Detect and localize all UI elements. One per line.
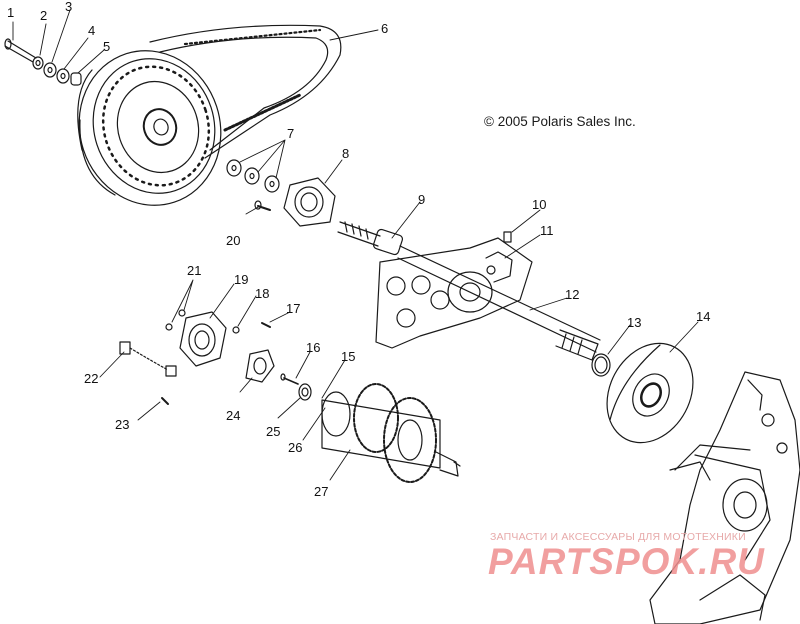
gear-assembly-27 [321,383,461,483]
callout-1: 1 [7,5,15,20]
callout-17: 17 [286,301,301,316]
callout-9: 9 [418,192,426,207]
drive-belt [149,24,342,159]
callout-6: 6 [381,21,389,36]
callout-16: 16 [306,340,321,355]
bearing-plate-19 [165,309,227,367]
copyright-notice: © 2005 Polaris Sales Inc. [484,114,636,129]
mount-bracket [375,237,533,349]
callout-19: 19 [234,272,249,287]
callout-25: 25 [266,424,281,439]
speed-sensor-22 [119,341,177,377]
washers-7 [226,159,280,193]
callout-4: 4 [88,23,96,38]
callout-18: 18 [255,286,270,301]
callout-27: 27 [314,484,329,499]
screw-20 [254,200,271,211]
callout-15: 15 [341,349,356,364]
bearing-25 [298,383,312,401]
bolt-1 [4,38,37,63]
snap-ring-13 [591,353,611,377]
chaincase-housing [649,371,800,624]
callout-26: 26 [288,440,303,455]
callout-22: 22 [84,371,99,386]
grease-fitting-10 [503,231,512,243]
callout-23: 23 [115,417,130,432]
callout-20: 20 [226,233,241,248]
callout-5: 5 [103,39,111,54]
screw-23 [161,397,169,405]
screw-16 [280,373,299,385]
watermark-tagline: ЗАПЧАСТИ И АКСЕССУАРЫ ДЛЯ МОТОТЕХНИКИ [490,531,746,543]
driven-clutch-14 [606,342,694,444]
washers-2-5 [32,56,82,86]
callout-10: 10 [532,197,547,212]
callout-11: 11 [540,223,554,238]
stud-18 [232,326,240,334]
gasket-24 [245,349,275,383]
drive-clutch [77,50,222,206]
callout-24: 24 [226,408,241,423]
stud-17 [261,322,271,328]
jackshaft-9 [337,221,601,361]
leader-lines [12,9,699,481]
watermark-logo: PARTSPOK.RU [488,541,765,582]
callout-8: 8 [342,146,350,161]
callout-21: 21 [187,263,202,278]
callout-7: 7 [287,126,295,141]
callout-13: 13 [627,315,642,330]
bearing-flange-8 [283,177,336,227]
callout-14: 14 [696,309,711,324]
callout-2: 2 [40,8,48,23]
callout-12: 12 [565,287,580,302]
callout-3: 3 [65,0,73,14]
